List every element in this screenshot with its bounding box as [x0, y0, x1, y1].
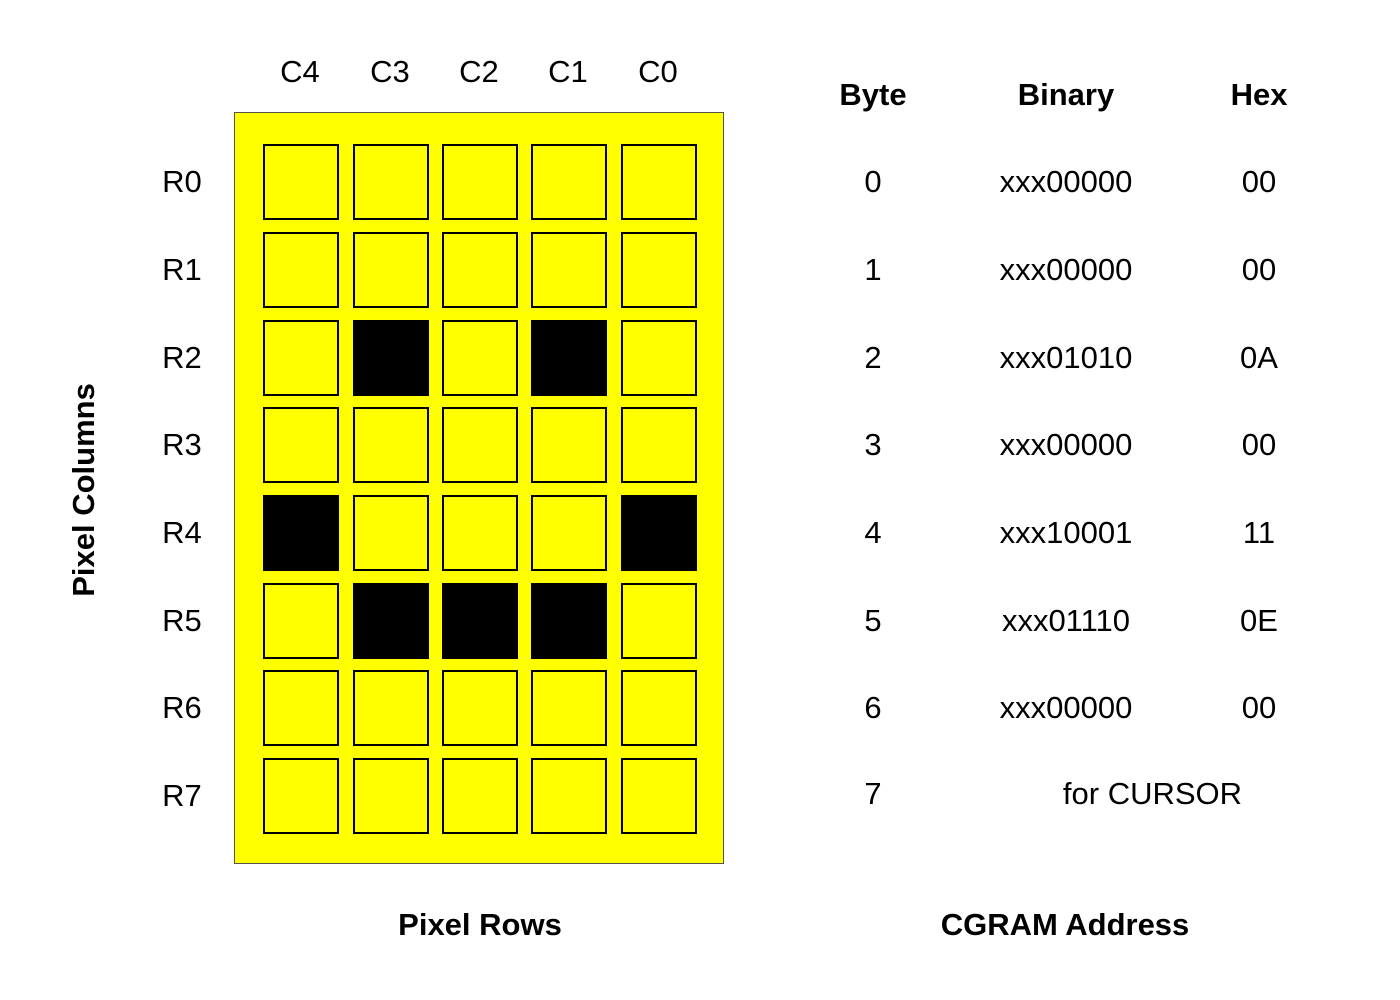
pixel-cell-r6-c0 [621, 670, 697, 746]
pixel-cell-r3-c3 [353, 407, 429, 483]
table-cell-hex: 00 [1241, 427, 1277, 462]
pixel-cell-r0-c1 [531, 144, 607, 220]
pixel-cell-r1-c4 [263, 232, 339, 308]
column-header-c4: C4 [280, 54, 320, 89]
row-label-r4: R4 [162, 515, 202, 550]
pixel-cell-r0-c2 [442, 144, 518, 220]
pixel-cell-r4-c3 [353, 495, 429, 571]
column-header-c3: C3 [370, 54, 410, 89]
table-cell-byte: 7 [864, 776, 882, 811]
table-cell-byte: 2 [864, 340, 882, 375]
pixel-cell-r5-c2 [442, 583, 518, 659]
pixel-cell-r0-c3 [353, 144, 429, 220]
pixel-cell-r7-c3 [353, 758, 429, 834]
pixel-cell-r2-c4 [263, 320, 339, 396]
row-label-r2: R2 [162, 340, 202, 375]
table-cell-binary: xxx01010 [999, 340, 1133, 375]
pixel-cell-r1-c0 [621, 232, 697, 308]
column-header-c2: C2 [459, 54, 499, 89]
pixel-cell-r2-c3 [353, 320, 429, 396]
pixel-cell-r2-c0 [621, 320, 697, 396]
pixel-cell-r1-c3 [353, 232, 429, 308]
table-cell-byte: 5 [864, 603, 882, 638]
pixel-cell-r1-c1 [531, 232, 607, 308]
row-label-r1: R1 [162, 252, 202, 287]
pixel-cell-r3-c4 [263, 407, 339, 483]
pixel-cell-r3-c1 [531, 407, 607, 483]
pixel-cell-r4-c2 [442, 495, 518, 571]
table-cell-hex: 0A [1240, 340, 1278, 375]
table-cell-byte: 4 [864, 515, 882, 550]
pixel-cell-r5-c3 [353, 583, 429, 659]
pixel-cell-r5-c4 [263, 583, 339, 659]
pixel-grid-panel [234, 112, 724, 864]
table-cell-binary: xxx00000 [999, 427, 1133, 462]
table-cell-hex: 00 [1241, 164, 1277, 199]
table-cell-hex: 0E [1240, 603, 1278, 638]
table-cell-hex: 00 [1241, 690, 1277, 725]
pixel-cell-r6-c2 [442, 670, 518, 746]
row-label-r6: R6 [162, 690, 202, 725]
pixel-cell-r7-c0 [621, 758, 697, 834]
table-cell-byte: 1 [864, 252, 882, 287]
pixel-cell-r6-c1 [531, 670, 607, 746]
column-header-c0: C0 [638, 54, 678, 89]
pixel-cell-r4-c4 [263, 495, 339, 571]
pixel-cell-r2-c1 [531, 320, 607, 396]
table-cell-binary: xxx00000 [999, 252, 1133, 287]
column-header-c1: C1 [548, 54, 588, 89]
pixel-cell-r2-c2 [442, 320, 518, 396]
pixel-cell-r7-c2 [442, 758, 518, 834]
pixel-cell-r5-c0 [621, 583, 697, 659]
table-cell-byte: 0 [864, 164, 882, 199]
table-header-hex: Hex [1230, 77, 1288, 112]
table-cell-byte: 6 [864, 690, 882, 725]
axis-label-pixel-rows: Pixel Rows [398, 907, 562, 942]
table-cell-byte: 3 [864, 427, 882, 462]
table-header-byte: Byte [839, 77, 907, 112]
table-cell-hex: 00 [1241, 252, 1277, 287]
axis-label-pixel-columns: Pixel Columns [66, 383, 101, 597]
cursor-note: for CURSOR [1062, 776, 1243, 811]
pixel-cell-r7-c4 [263, 758, 339, 834]
row-label-r5: R5 [162, 603, 202, 638]
pixel-cell-r4-c1 [531, 495, 607, 571]
pixel-cell-r1-c2 [442, 232, 518, 308]
table-cell-hex: 11 [1242, 515, 1276, 550]
pixel-cell-r6-c3 [353, 670, 429, 746]
row-label-r0: R0 [162, 164, 202, 199]
table-cell-binary: xxx00000 [999, 690, 1133, 725]
row-label-r3: R3 [162, 427, 202, 462]
table-cell-binary: xxx00000 [999, 164, 1133, 199]
table-header-binary: Binary [1017, 77, 1115, 112]
pixel-cell-r7-c1 [531, 758, 607, 834]
pixel-cell-r3-c2 [442, 407, 518, 483]
pixel-cell-r5-c1 [531, 583, 607, 659]
axis-label-cgram-address: CGRAM Address [940, 907, 1190, 942]
pixel-cell-r3-c0 [621, 407, 697, 483]
pixel-cell-r0-c0 [621, 144, 697, 220]
table-cell-binary: xxx01110 [1001, 603, 1131, 638]
table-cell-binary: xxx10001 [999, 515, 1133, 550]
pixel-cell-r4-c0 [621, 495, 697, 571]
row-label-r7: R7 [162, 778, 202, 813]
pixel-cell-r6-c4 [263, 670, 339, 746]
pixel-cell-r0-c4 [263, 144, 339, 220]
